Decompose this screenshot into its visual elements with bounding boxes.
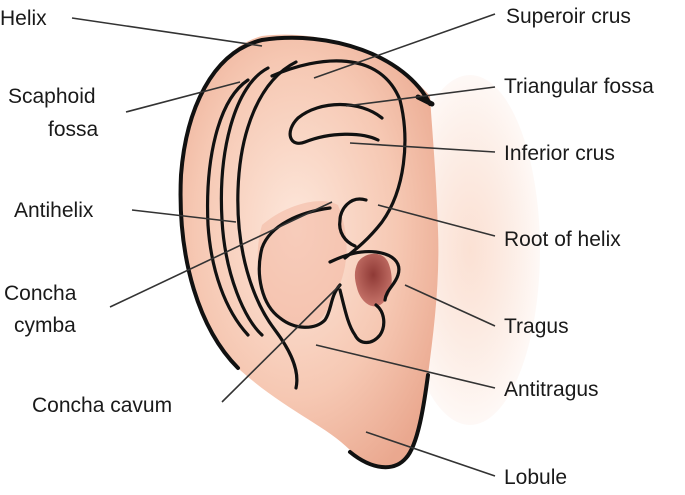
label-triangular-fossa: Triangular fossa bbox=[504, 75, 654, 98]
label-scaphoid-fossa-line2: fossa bbox=[48, 118, 99, 141]
leader-helix bbox=[72, 18, 262, 46]
label-antihelix: Antihelix bbox=[14, 199, 94, 222]
label-concha-cymba-line1: Concha bbox=[4, 282, 77, 305]
label-lobule: Lobule bbox=[504, 466, 567, 489]
label-root-of-helix: Root of helix bbox=[504, 228, 621, 251]
label-concha-cymba-line2: cymba bbox=[14, 314, 76, 337]
label-tragus: Tragus bbox=[504, 315, 569, 338]
label-antitragus: Antitragus bbox=[504, 378, 599, 401]
label-concha-cavum: Concha cavum bbox=[32, 394, 172, 417]
label-helix: Helix bbox=[0, 7, 47, 30]
label-inferior-crus: Inferior crus bbox=[504, 142, 615, 165]
label-scaphoid-fossa-line1: Scaphoid bbox=[8, 85, 96, 108]
label-superior-crus: Superoir crus bbox=[506, 5, 631, 28]
